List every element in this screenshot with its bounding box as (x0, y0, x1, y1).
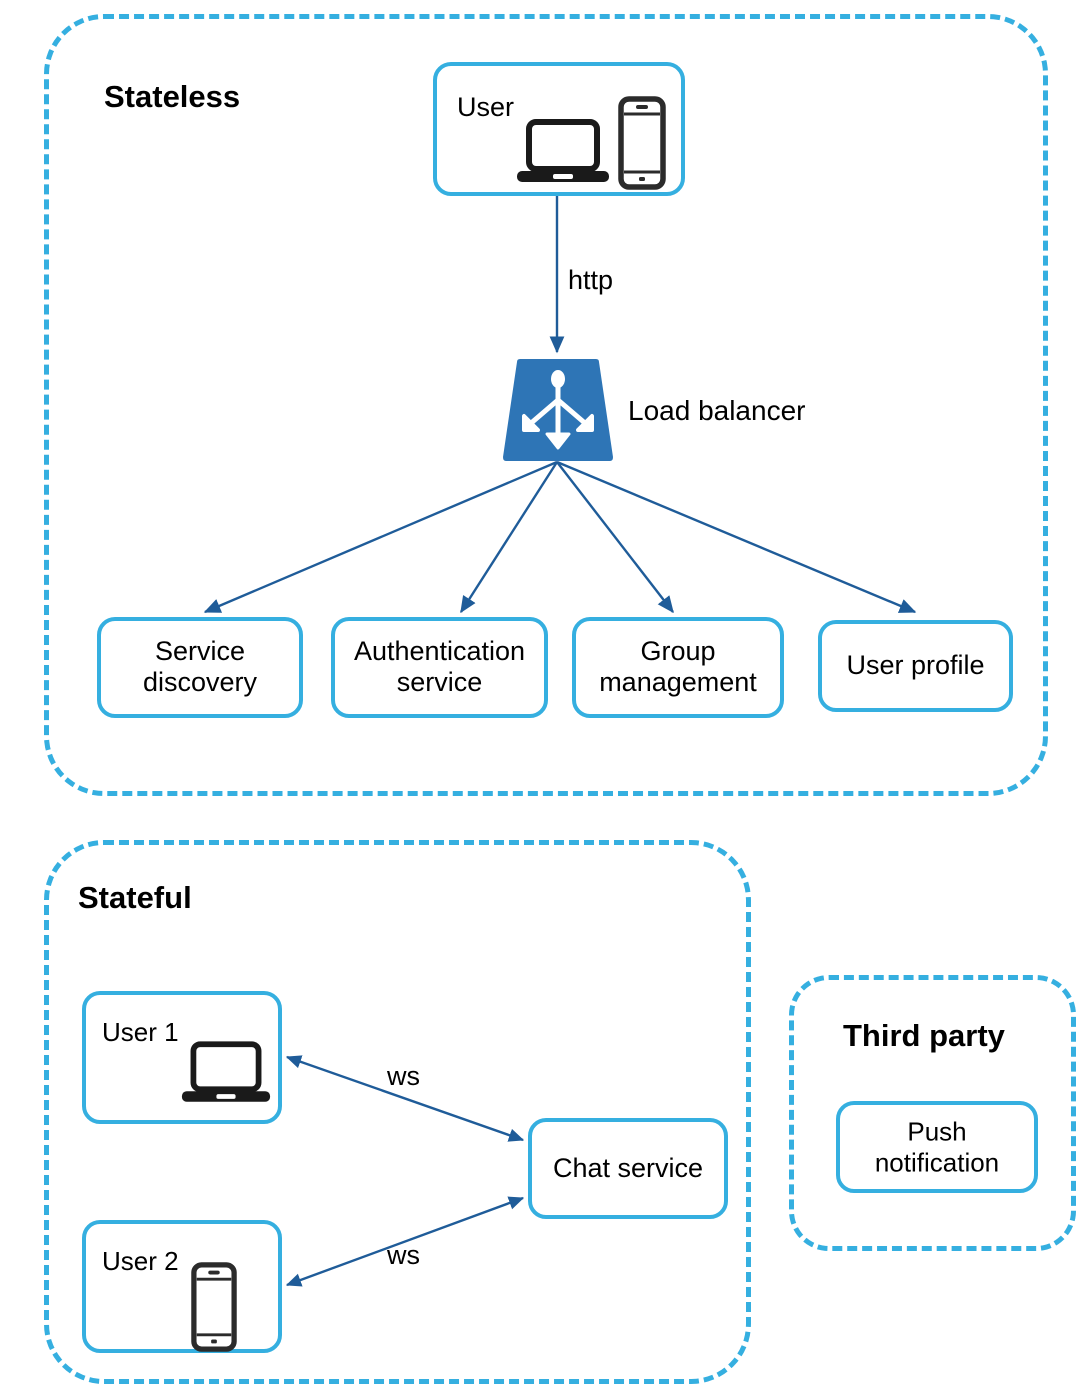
load-balancer-icon (522, 370, 594, 450)
node-user-profile[interactable]: User profile (818, 620, 1013, 712)
edge-label-ws-user2: ws (387, 1240, 420, 1270)
zone-stateful (44, 840, 751, 1384)
node-user1[interactable]: User 1 (82, 991, 282, 1124)
node-user-label: User (457, 92, 515, 122)
zone-third-party-title: Third party (843, 1018, 1005, 1053)
node-user2[interactable]: User 2 (82, 1220, 282, 1353)
zone-third-party (789, 975, 1076, 1251)
node-chat-service[interactable]: Chat service (528, 1118, 728, 1219)
phone-icon (618, 96, 666, 190)
node-group-management[interactable]: Group management (572, 617, 784, 718)
phone-icon (191, 1262, 237, 1352)
edge-label-ws-user1: ws (387, 1061, 420, 1091)
node-service-discovery-label: Service discovery (142, 635, 258, 698)
node-authentication-service[interactable]: Authentication service (331, 617, 548, 718)
node-push-notification-label: Push notification (874, 1116, 1000, 1177)
node-load-balancer[interactable] (500, 358, 616, 464)
zone-stateless (44, 14, 1048, 796)
node-load-balancer-label: Load balancer (628, 395, 806, 426)
node-user2-label: User 2 (102, 1246, 179, 1276)
node-user1-label: User 1 (102, 1017, 179, 1047)
node-chat-service-label: Chat service (552, 1152, 704, 1183)
node-user[interactable]: User (433, 62, 685, 196)
node-authentication-service-label: Authentication service (353, 635, 526, 698)
node-user-profile-label: User profile (846, 650, 985, 681)
node-group-management-label: Group management (599, 635, 757, 698)
laptop-icon (517, 119, 609, 182)
node-service-discovery[interactable]: Service discovery (97, 617, 303, 718)
node-push-notification[interactable]: Push notification (836, 1101, 1038, 1193)
zone-stateless-title: Stateless (104, 79, 241, 114)
laptop-icon (181, 1041, 271, 1102)
edge-label-http: http (568, 265, 614, 295)
zone-stateful-title: Stateful (78, 880, 192, 915)
